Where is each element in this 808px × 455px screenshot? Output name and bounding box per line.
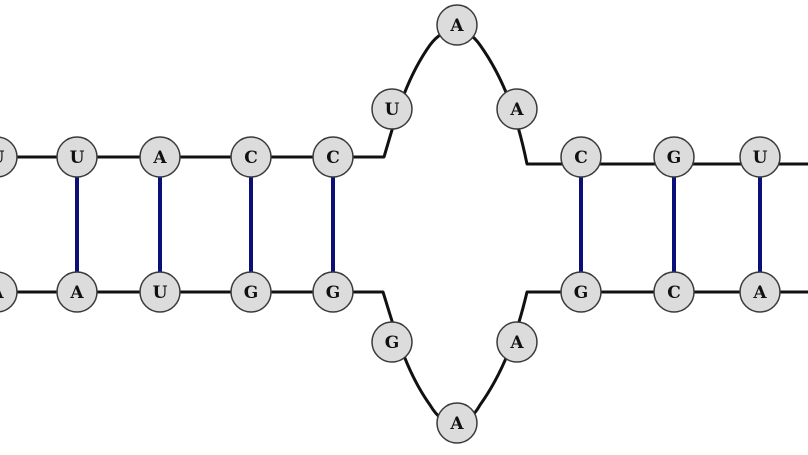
nucleotide-label: C bbox=[574, 148, 588, 168]
base-pair-bonds bbox=[75, 177, 762, 272]
nucleotide-label: C bbox=[667, 283, 681, 303]
nucleotide-circle bbox=[496, 321, 538, 363]
nucleotide-node: C bbox=[653, 271, 695, 313]
nucleotide-label: G bbox=[574, 283, 589, 303]
nucleotide-circle bbox=[371, 321, 413, 363]
nucleotide-circle bbox=[139, 271, 181, 313]
nucleotide-node: A bbox=[0, 271, 18, 313]
nucleotide-label: A bbox=[449, 414, 464, 434]
nucleotide-circle bbox=[653, 136, 695, 178]
nucleotide-circle bbox=[0, 271, 18, 313]
nucleotide-node: U bbox=[739, 136, 781, 178]
nucleotide-label: C bbox=[326, 148, 340, 168]
nucleotide-node: C bbox=[312, 136, 354, 178]
nucleotide-circle bbox=[230, 271, 272, 313]
nucleotide-node: G bbox=[312, 271, 354, 313]
nucleotide-node: A bbox=[496, 88, 538, 130]
nucleotide-node: A bbox=[436, 402, 478, 444]
nucleotide-label: G bbox=[326, 283, 341, 303]
nucleotide-label: A bbox=[449, 16, 464, 36]
nucleotide-circle bbox=[56, 271, 98, 313]
nucleotide-circle bbox=[436, 4, 478, 46]
nucleotide-node: G bbox=[560, 271, 602, 313]
nucleotide-circle bbox=[230, 136, 272, 178]
nucleotide-node: A bbox=[436, 4, 478, 46]
nucleotide-label: U bbox=[385, 100, 400, 120]
nucleotide-node: G bbox=[653, 136, 695, 178]
nucleotide-label: G bbox=[667, 148, 682, 168]
nucleotide-circle bbox=[560, 136, 602, 178]
nucleotide-label: A bbox=[69, 283, 84, 303]
nucleotide-label: U bbox=[0, 148, 5, 168]
nucleotide-label: G bbox=[244, 283, 259, 303]
nucleotide-nodes: UUACCUAACGUAAAUGGGAAGCAU bbox=[0, 4, 781, 444]
nucleotide-label: A bbox=[152, 148, 167, 168]
nucleotide-node: C bbox=[230, 136, 272, 178]
backbone-layer bbox=[0, 28, 808, 426]
nucleotide-circle bbox=[312, 271, 354, 313]
nucleotide-node: U bbox=[139, 271, 181, 313]
nucleotide-node: C bbox=[560, 136, 602, 178]
nucleotide-circle bbox=[0, 136, 18, 178]
nucleotide-node: A bbox=[739, 271, 781, 313]
nucleotide-label: U bbox=[70, 148, 85, 168]
nucleotide-circle bbox=[496, 88, 538, 130]
nucleotide-node: A bbox=[139, 136, 181, 178]
nucleotide-node: U bbox=[371, 88, 413, 130]
nucleotide-node: G bbox=[230, 271, 272, 313]
nucleotide-label: G bbox=[385, 333, 400, 353]
nucleotide-node: G bbox=[371, 321, 413, 363]
nucleotide-node: U bbox=[56, 136, 98, 178]
nucleotide-circle bbox=[436, 402, 478, 444]
nucleotide-circle bbox=[312, 136, 354, 178]
nucleotide-circle bbox=[56, 136, 98, 178]
nucleotide-label: C bbox=[244, 148, 258, 168]
nucleotide-label: U bbox=[153, 283, 168, 303]
nucleotide-label: U bbox=[753, 148, 768, 168]
nucleotide-circle bbox=[739, 136, 781, 178]
nucleotide-circle bbox=[139, 136, 181, 178]
nucleotide-node: A bbox=[56, 271, 98, 313]
nucleotide-label: A bbox=[509, 100, 524, 120]
nucleotide-label: A bbox=[752, 283, 767, 303]
nucleotide-label: A bbox=[0, 283, 4, 303]
nucleotide-circle bbox=[371, 88, 413, 130]
nucleotide-node: A bbox=[496, 321, 538, 363]
nucleotide-circle bbox=[739, 271, 781, 313]
nucleotide-circle bbox=[560, 271, 602, 313]
nucleotide-node: U bbox=[0, 136, 18, 178]
nucleotide-label: A bbox=[509, 333, 524, 353]
nucleotide-circle bbox=[653, 271, 695, 313]
